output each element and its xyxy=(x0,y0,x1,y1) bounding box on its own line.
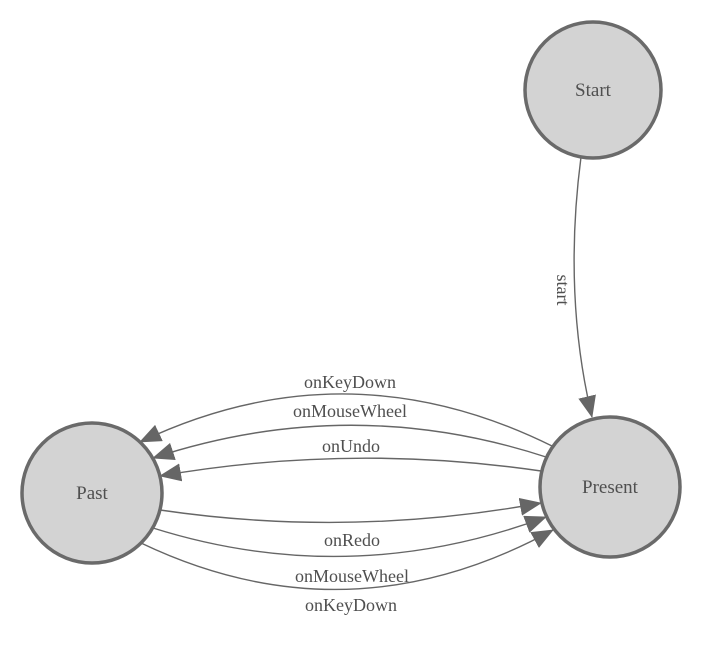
node-present: Present xyxy=(538,415,682,559)
edge-label-onredo: onRedo xyxy=(324,530,380,550)
edge-line-onkeydown-top xyxy=(139,393,553,447)
edge-label-onmousewheel-top: onMouseWheel xyxy=(293,401,407,421)
edge-present-to-past-onkeydown: onKeyDown xyxy=(139,372,553,447)
node-start-circle xyxy=(523,20,663,160)
node-past: Past xyxy=(20,421,164,565)
node-present-label: Present xyxy=(582,477,639,498)
edge-label-onkeydown-top: onKeyDown xyxy=(304,372,396,392)
edge-line-onundo xyxy=(159,457,542,482)
edge-past-to-present-onkeydown: onKeyDown xyxy=(140,529,554,615)
edge-past-to-present-onredo: onRedo xyxy=(159,497,542,550)
edge-start-to-present: start xyxy=(553,156,596,418)
edge-label-onmousewheel-bottom: onMouseWheel xyxy=(295,566,409,586)
edge-line-onredo xyxy=(159,497,542,524)
edge-label-start: start xyxy=(553,275,573,306)
edge-label-onkeydown-bottom: onKeyDown xyxy=(305,595,397,615)
node-past-circle xyxy=(20,421,164,565)
edge-line-onkeydown-bottom xyxy=(140,529,554,591)
edge-label-onundo: onUndo xyxy=(322,436,380,456)
edge-line-onmousewheel-top xyxy=(152,424,547,460)
node-start-label: Start xyxy=(575,80,612,101)
edge-present-to-past-onundo: onUndo xyxy=(159,436,542,482)
edge-past-to-present-onmousewheel: onMouseWheel xyxy=(152,515,547,586)
node-present-circle xyxy=(538,415,682,559)
edge-present-to-past-onmousewheel: onMouseWheel xyxy=(152,401,547,460)
node-start: Start xyxy=(523,20,663,160)
edge-line-onmousewheel-bottom xyxy=(152,515,547,558)
node-past-label: Past xyxy=(76,483,108,504)
edge-line-start xyxy=(573,156,596,418)
